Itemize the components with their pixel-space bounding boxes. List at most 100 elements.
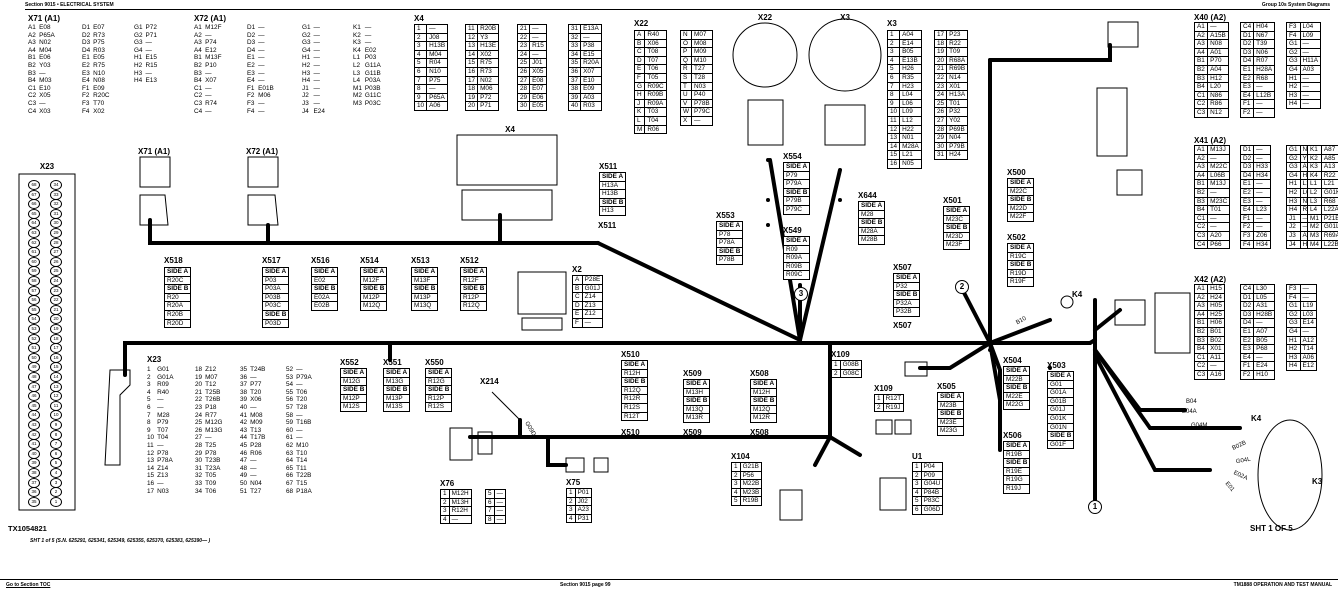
x23-pin: 22	[50, 295, 62, 306]
pin-cell: 67	[286, 479, 294, 487]
x23-pin: 33	[50, 189, 62, 200]
wire-cell: R12G	[424, 376, 453, 387]
table-row: F4—	[247, 108, 277, 116]
x550-label: X550	[425, 358, 444, 367]
wire-cell: X03	[39, 107, 51, 115]
pin-cell: B4	[1193, 344, 1209, 354]
wire-cell: P28	[250, 441, 262, 449]
pin-cell: F	[633, 72, 646, 83]
wire-cell: A03	[1299, 64, 1322, 75]
section-toc-link[interactable]: Go to Section TOC	[6, 582, 51, 588]
pin-cell: D1	[1239, 292, 1255, 303]
table-row: G01B	[1046, 396, 1075, 407]
wire-cell: M23E	[936, 417, 965, 428]
table-row: R19B	[1002, 449, 1031, 460]
table-row: SIDE B	[424, 385, 453, 395]
pin-cell: K	[633, 107, 646, 117]
table-row: F4—	[1286, 292, 1317, 303]
wire-cell: SIDE B	[936, 409, 965, 419]
table-row: P03A	[261, 284, 290, 294]
wire-cell: —	[296, 434, 303, 442]
table-row: C4—	[194, 108, 225, 116]
table-row: SIDE B	[598, 197, 627, 208]
pin-cell: 5	[485, 489, 495, 499]
wire-cell: Z14	[157, 464, 169, 472]
pin-cell: 37	[240, 381, 248, 389]
x23-pin: 61	[28, 247, 40, 258]
table-row: G01K	[1046, 413, 1075, 424]
pin-cell: D2	[82, 31, 91, 39]
table-row: R20C	[163, 275, 192, 286]
table-row: 36—	[240, 374, 268, 382]
wire-cell: M23C	[942, 214, 971, 225]
table-row: M22B	[1002, 374, 1031, 385]
wire-cell: L21	[1320, 179, 1338, 189]
table-row: M13P	[410, 292, 439, 303]
x23-pin: 66	[28, 199, 40, 210]
pin-cell: 49	[240, 472, 248, 480]
pin-cell: C2	[1193, 361, 1209, 371]
x23-pin: 4	[50, 468, 62, 478]
pin-cell: B1	[1193, 179, 1209, 189]
wire-cell: M22E	[1002, 391, 1031, 402]
wire-cell: H34	[1253, 239, 1271, 250]
x42-title: X42 (A2)	[1194, 275, 1227, 284]
pin-cell: 2	[566, 496, 576, 507]
table-row: SIDE A	[1002, 441, 1031, 451]
wire-cell: G11B	[364, 69, 381, 77]
table-row: E1—	[1239, 179, 1271, 189]
pin-cell: 21	[933, 64, 948, 74]
pin-cell: H2	[1286, 344, 1301, 354]
table-row: R20A	[163, 301, 192, 311]
pin-cell: 17	[933, 30, 948, 40]
pin-cell: 24	[195, 411, 203, 419]
pin-cell: F3	[82, 99, 90, 107]
table-row: R12S	[424, 402, 453, 412]
wire-cell: —	[296, 381, 303, 389]
pin-cell: B2	[1193, 326, 1209, 337]
table-row: G1—	[1286, 39, 1322, 49]
x23-pin: 40	[28, 448, 40, 459]
wire-cell: A04	[899, 30, 922, 40]
x23-pin: 58	[28, 276, 40, 286]
pin-cell: 2	[731, 470, 741, 481]
x23-pin: 39	[28, 458, 40, 469]
pin-cell: 14	[147, 464, 155, 472]
x507b-label: X507	[893, 321, 912, 330]
pin-cell: G4	[302, 46, 311, 54]
wire-cell: T20	[250, 388, 262, 396]
k4-bot-label: K4	[1251, 414, 1262, 423]
pin-cell: 19	[933, 47, 948, 57]
x644-label: X644	[858, 191, 877, 200]
wire-cell: T01	[1207, 205, 1231, 215]
pin-cell: D1	[82, 24, 91, 31]
